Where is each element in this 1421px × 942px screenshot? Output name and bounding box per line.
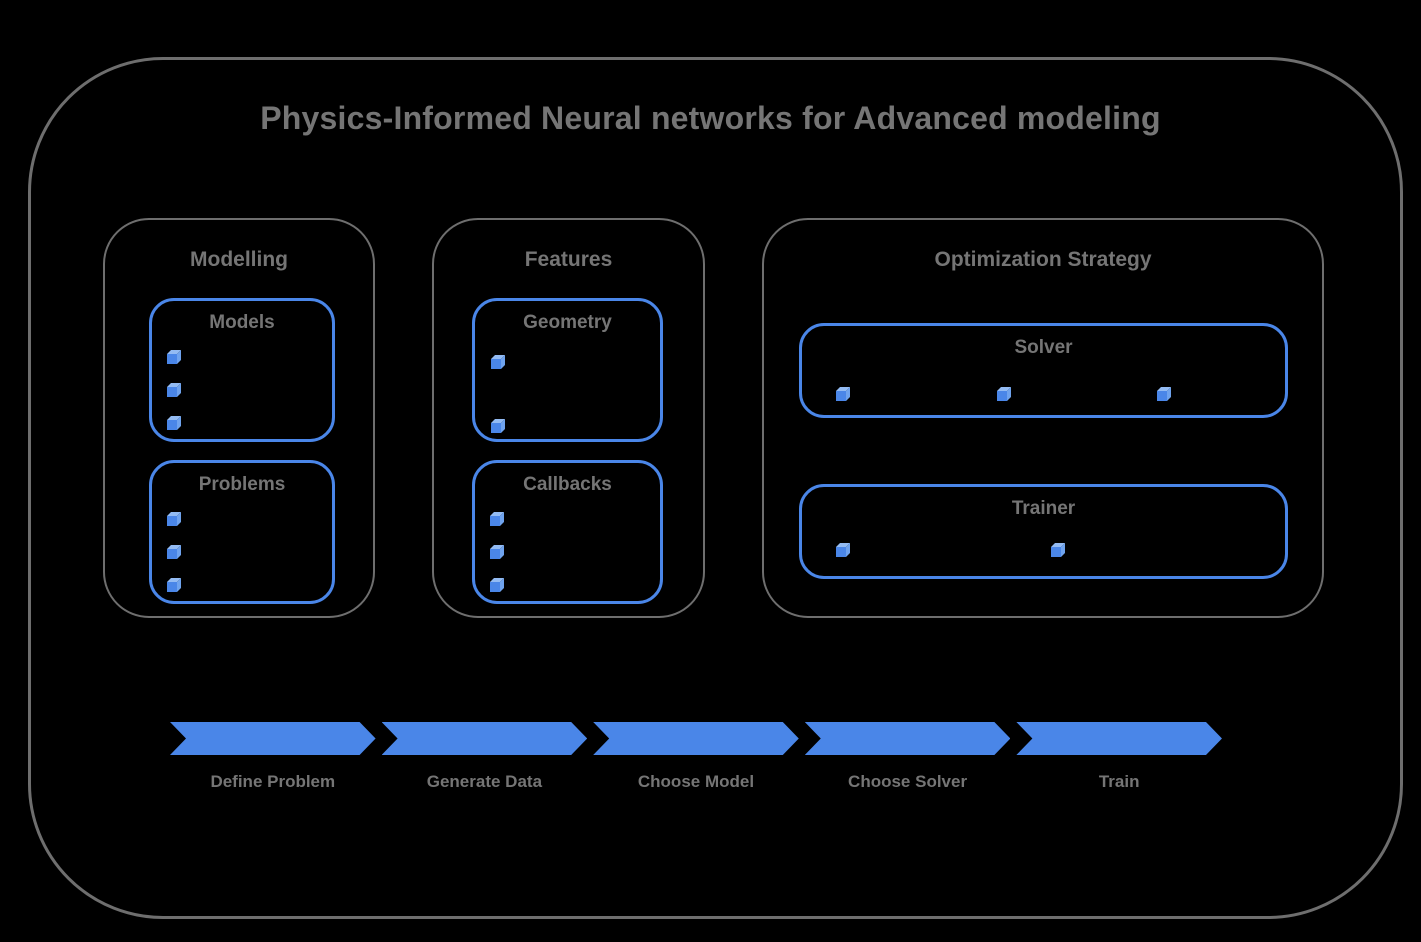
cube-icon	[167, 416, 181, 430]
group-callbacks: Callbacks	[472, 460, 663, 604]
cube-icon	[491, 419, 505, 433]
group-trainer: Trainer	[799, 484, 1288, 579]
cube-icon	[490, 512, 504, 526]
group-models-title: Models	[209, 312, 275, 333]
cube-icon	[490, 578, 504, 592]
diagram-outer-frame	[28, 57, 1403, 919]
section-optimization-strategy: Optimization Strategy Solver Trainer	[762, 218, 1324, 618]
section-features-title: Features	[524, 248, 613, 271]
group-callbacks-title: Callbacks	[523, 474, 612, 495]
solver-bullet-list	[834, 386, 1172, 403]
pipeline-step-label: Choose Model	[637, 772, 755, 791]
cube-icon	[836, 387, 850, 401]
chevron-arrow-choose-solver	[805, 722, 1011, 755]
cube-icon	[167, 545, 181, 559]
chevron-arrow-define-problem	[170, 722, 376, 755]
cube-icon	[167, 350, 181, 364]
group-geometry: Geometry	[472, 298, 663, 442]
group-geometry-title: Geometry	[523, 312, 612, 333]
pipeline-label-row: Define Problem Generate Data Choose Mode…	[170, 772, 1222, 796]
trainer-bullet-list	[834, 542, 1066, 559]
pipeline-step-label: Generate Data	[426, 772, 543, 791]
chevron-arrow-generate-data	[382, 722, 588, 755]
pipeline-step-label: Define Problem	[210, 772, 336, 791]
cube-icon	[1157, 387, 1171, 401]
cube-icon	[167, 578, 181, 592]
diagram-title: Physics-Informed Neural networks for Adv…	[260, 100, 1161, 136]
section-modelling-title: Modelling	[190, 248, 288, 271]
callbacks-bullet-list	[488, 511, 505, 594]
pipeline-step-label: Choose Solver	[848, 772, 968, 791]
section-modelling: Modelling Models Problems	[103, 218, 375, 618]
group-problems: Problems	[149, 460, 335, 604]
cube-icon	[836, 543, 850, 557]
geometry-bullet-list	[489, 354, 506, 435]
cube-icon	[1051, 543, 1065, 557]
group-trainer-title: Trainer	[1011, 498, 1076, 519]
group-solver-title: Solver	[1014, 337, 1073, 358]
chevron-arrow-choose-model	[593, 722, 799, 755]
cube-icon	[491, 355, 505, 369]
cube-icon	[167, 512, 181, 526]
section-features: Features Geometry Callbacks	[432, 218, 705, 618]
problems-bullet-list	[165, 511, 182, 594]
group-models: Models	[149, 298, 335, 442]
models-bullet-list	[165, 349, 182, 432]
section-optimization-title: Optimization Strategy	[934, 248, 1152, 271]
pipeline-step-label: Train	[1098, 772, 1140, 791]
chevron-arrow-train	[1016, 722, 1222, 755]
cube-icon	[167, 383, 181, 397]
group-problems-title: Problems	[198, 474, 286, 495]
group-solver: Solver	[799, 323, 1288, 418]
pipeline-arrow-row	[170, 722, 1222, 755]
cube-icon	[996, 387, 1011, 401]
cube-icon	[490, 545, 504, 559]
